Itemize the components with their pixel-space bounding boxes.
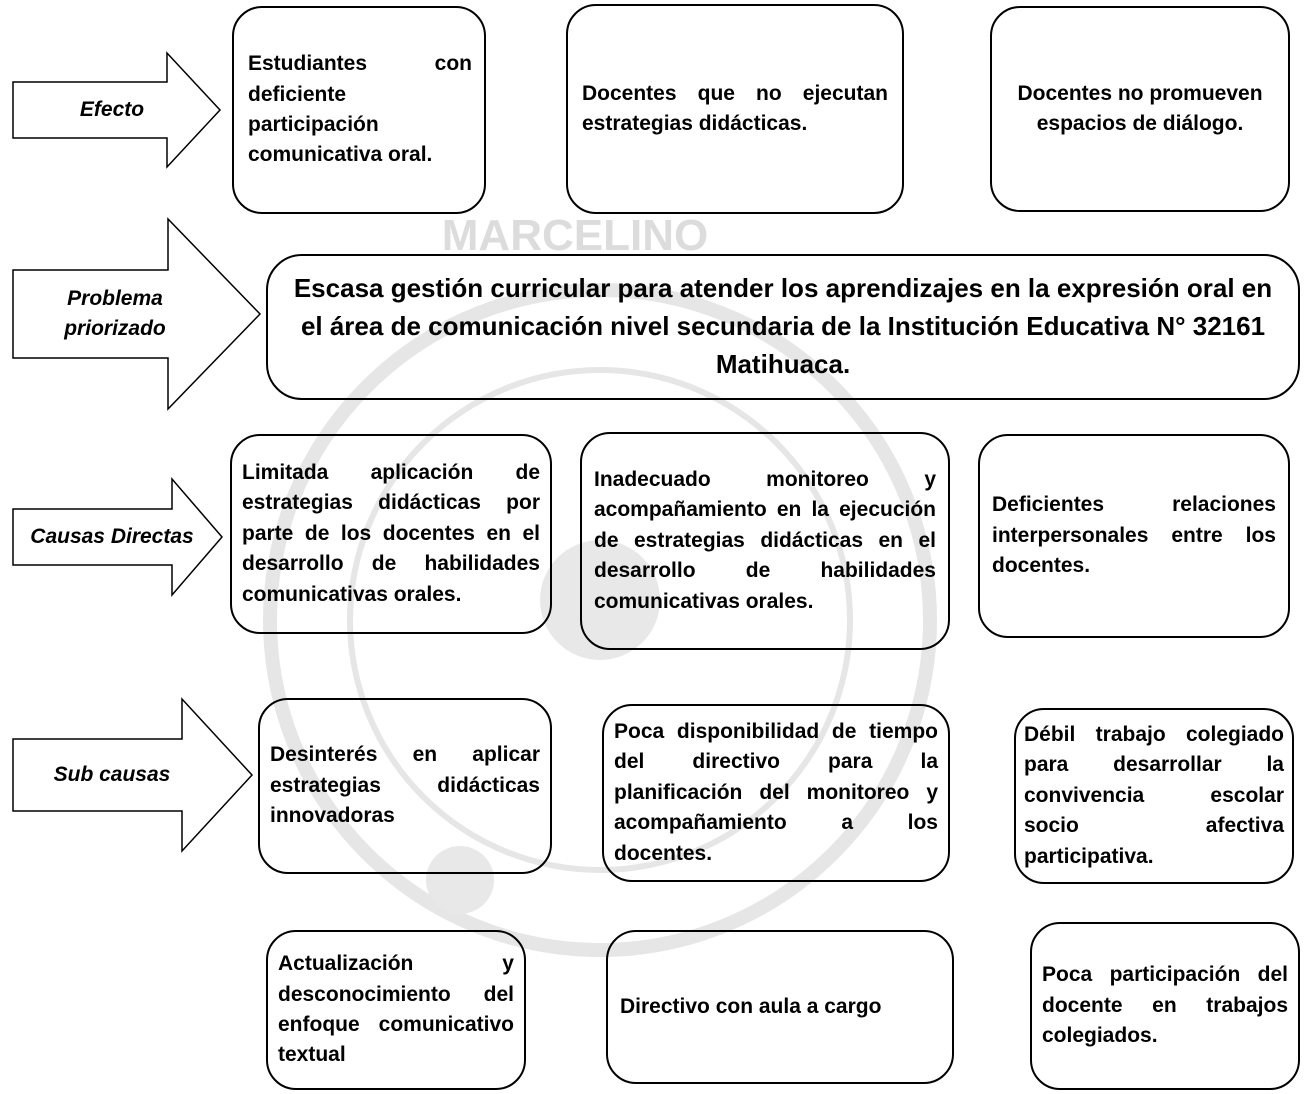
subcausas-box-3-text: Débil trabajo colegiado para desarrollar…	[1024, 722, 1284, 868]
subcausas-box-6-text: Poca participación del docente en trabaj…	[1042, 963, 1288, 1048]
subcausas-box-2: Poca disponibilidad de tiempo del direct…	[602, 704, 950, 882]
problema-box: Escasa gestión curricular para atender l…	[266, 254, 1300, 400]
efecto-box-3-text: Docentes no promueven espacios de diálog…	[1017, 81, 1263, 135]
subcausas-box-1-text: Desinterés en aplicar estrategias didáct…	[270, 743, 540, 828]
right-arrow-icon	[12, 51, 222, 169]
subcausas-box-4: Actualización y desconocimiento del enfo…	[266, 930, 526, 1090]
subcausas-box-5-text: Directivo con aula a cargo	[620, 994, 882, 1018]
causas-label: Causas Directas	[30, 524, 194, 548]
subcausas-box-1: Desinterés en aplicar estrategias didáct…	[258, 698, 552, 874]
efecto-label: Efecto	[79, 97, 145, 121]
subcausas-box-6: Poca participación del docente en trabaj…	[1030, 922, 1300, 1090]
efecto-box-3: Docentes no promueven espacios de diálog…	[990, 6, 1290, 212]
right-arrow-icon	[12, 697, 254, 853]
efecto-box-2-text: Docentes que no ejecutan estrategias did…	[582, 81, 888, 135]
efecto-box-2: Docentes que no ejecutan estrategias did…	[566, 4, 904, 214]
problema-text: Escasa gestión curricular para atender l…	[293, 273, 1273, 379]
subcausas-box-5: Directivo con aula a cargo	[606, 930, 954, 1084]
causas-arrow: Causas Directas	[12, 476, 224, 598]
right-arrow-icon	[12, 217, 262, 411]
efecto-box-1-text: Estudiantes con deficiente participación…	[248, 52, 472, 167]
right-arrow-icon	[12, 476, 223, 598]
causas-box-1: Limitada aplicación de estrategias didác…	[230, 434, 552, 634]
watermark-text: MARCELINO	[442, 211, 708, 260]
subcausas-box-2-text: Poca disponibilidad de tiempo del direct…	[614, 719, 938, 865]
problema-arrow: Problema priorizado	[12, 217, 262, 411]
causas-box-3-text: Deficientes relaciones interpersonales e…	[992, 493, 1276, 578]
subcausas-label: Sub causas	[53, 762, 171, 786]
causas-box-3: Deficientes relaciones interpersonales e…	[978, 434, 1290, 638]
causas-box-1-text: Limitada aplicación de estrategias didác…	[242, 460, 540, 606]
causas-box-2: Inadecuado monitoreo y acompañamiento en…	[580, 432, 950, 650]
subcausas-arrow: Sub causas	[12, 697, 254, 853]
subcausas-box-4-text: Actualización y desconocimiento del enfo…	[278, 952, 514, 1067]
causas-box-2-text: Inadecuado monitoreo y acompañamiento en…	[594, 467, 936, 613]
subcausas-box-3: Débil trabajo colegiado para desarrollar…	[1014, 708, 1294, 884]
efecto-box-1: Estudiantes con deficiente participación…	[232, 6, 486, 214]
problema-label: Problema priorizado	[64, 286, 166, 340]
efecto-arrow: Efecto	[12, 51, 222, 169]
